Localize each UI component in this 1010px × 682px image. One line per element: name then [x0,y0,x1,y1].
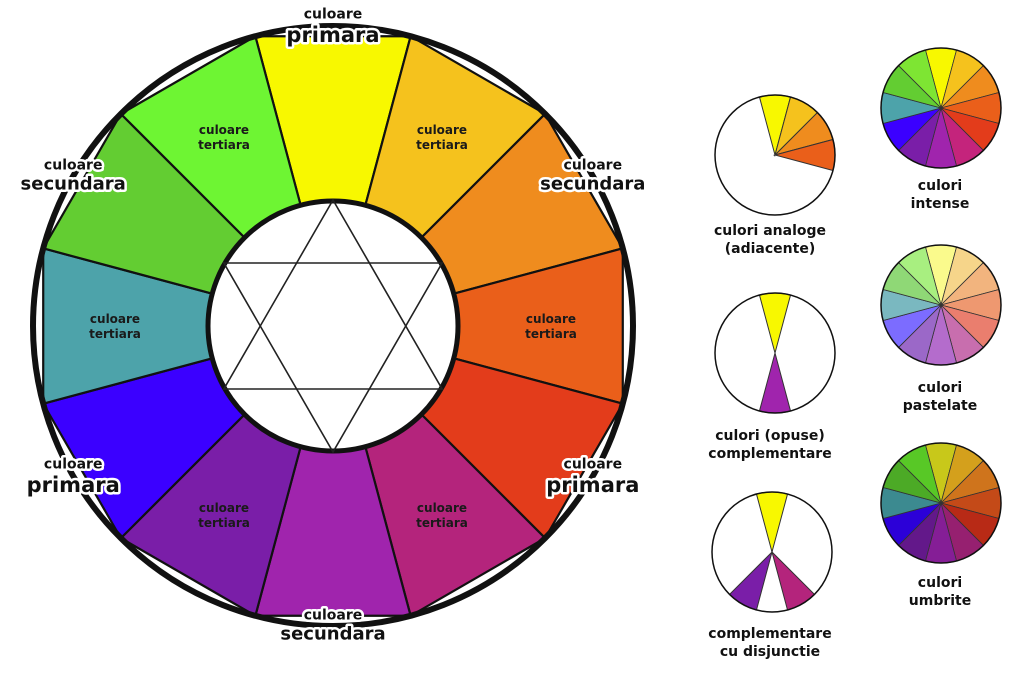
wheel-label-main: tertiara [416,138,468,152]
wheel-label-main: tertiara [89,327,141,341]
wheel-label-main: secundara [540,174,645,195]
caption-pastel: culori pastelate [880,380,1000,415]
caption-line: culori analoge [713,223,827,239]
wheel-label-prefix: culoare [199,123,249,137]
scheme-circle-outline [714,292,836,414]
variant-wheel-pastel [880,244,1002,366]
wheel-label-prefix: culoare [526,312,576,326]
wheel-label-prefix: culoare [44,158,103,174]
caption-complementary: culori (opuse) complementare [695,428,845,463]
caption-intense: culori intense [880,178,1000,213]
variant-wheel-outline [880,442,1002,564]
wheel-label-prefix: culoare [199,501,249,515]
wheel-label-prefix: culoare [417,501,467,515]
main-color-wheel [30,23,636,629]
wheel-label-main: primara [546,473,639,497]
caption-shaded: culori umbrite [880,575,1000,610]
variant-wheel-outline [880,47,1002,169]
scheme-analogous [714,94,836,216]
wheel-label-main: tertiara [525,327,577,341]
caption-line: culori [917,575,963,591]
wheel-inner-circle [205,198,461,454]
wheel-label-main: tertiara [416,516,468,530]
scheme-circle-outline [711,491,833,613]
caption-split-complementary: complementare cu disjunctie [695,626,845,661]
variant-wheel-outline [880,244,1002,366]
color-variant-wheels [880,47,1002,564]
scheme-complementary [714,292,836,414]
caption-line: culori [917,178,963,194]
star-triangle-down [222,262,444,454]
caption-line: complementare [708,445,832,462]
wheel-label-main: secundara [21,174,126,195]
wheel-label-prefix: culoare [90,312,140,326]
caption-line: complementare [708,626,832,642]
caption-line: culori [917,380,963,396]
wheel-label-main: tertiara [198,138,250,152]
wheel-label-main: secundara [280,624,385,645]
caption-line: cu disjunctie [719,643,821,660]
caption-line: culori (opuse) [715,428,825,444]
variant-wheel-intense [880,47,1002,169]
wheel-outer-rim [30,23,636,629]
scheme-circle-outline [714,94,836,216]
wheel-label-prefix: culoare [564,158,623,174]
wheel-label-prefix: culoare [44,457,103,473]
color-scheme-examples [711,94,836,613]
wheel-label-prefix: culoare [564,457,623,473]
caption-line: (adiacente) [724,240,816,257]
main-wheel-labels: culoareprimaraculoaretertiaraculoaresecu… [18,4,648,647]
variant-wheel-shaded [880,442,1002,564]
wheel-label-prefix: culoare [304,608,363,624]
wheel-label-main: primara [286,23,379,47]
caption-line: intense [910,195,970,212]
scheme-split-complementary [711,491,833,613]
wheel-label-prefix: culoare [304,7,363,23]
wheel-label-main: tertiara [198,516,250,530]
caption-line: pastelate [902,397,978,414]
wheel-label-prefix: culoare [417,123,467,137]
caption-line: umbrite [908,592,972,609]
wheel-label-main: primara [27,473,120,497]
caption-analogous: culori analoge (adiacente) [695,223,845,258]
star-triangle-up [222,198,444,390]
